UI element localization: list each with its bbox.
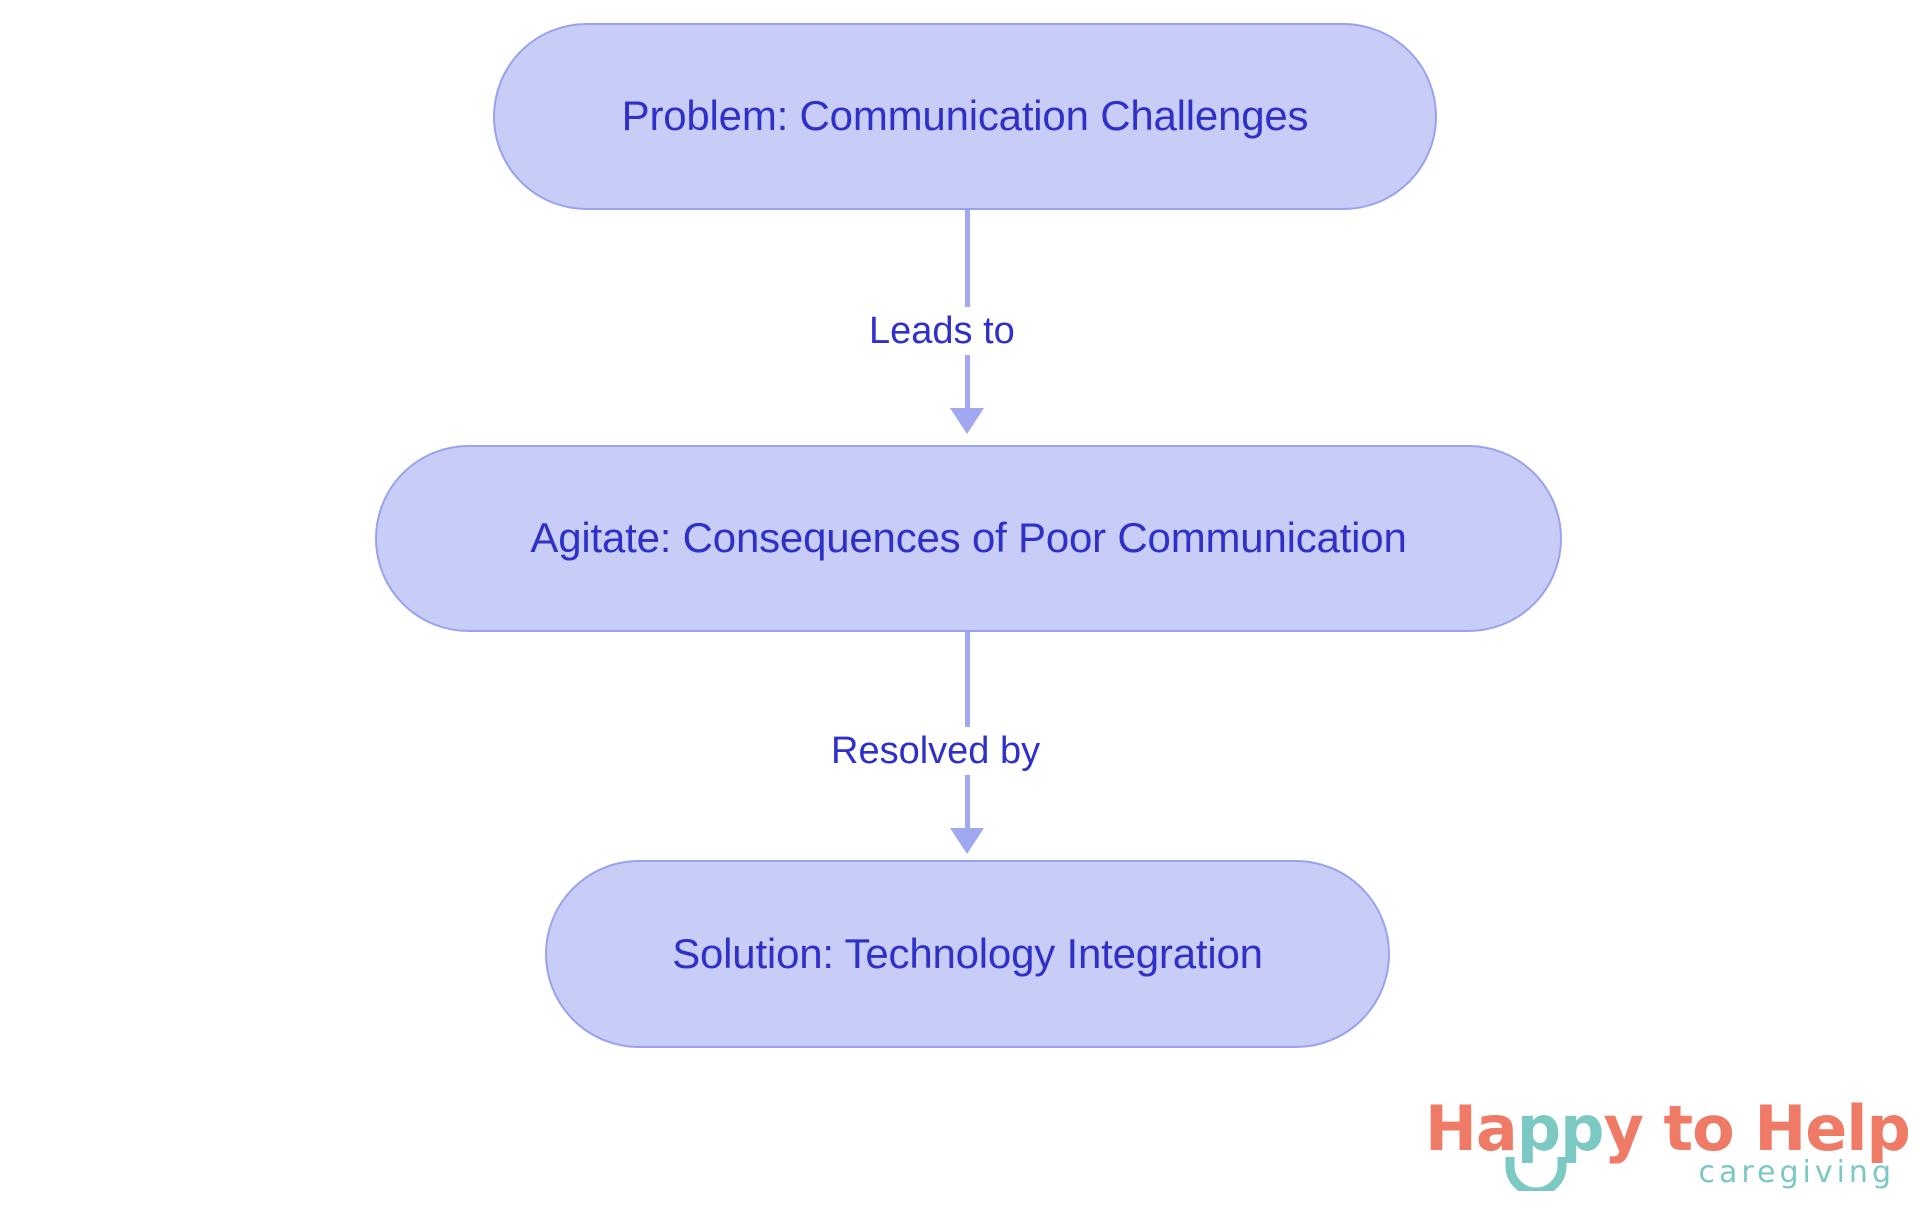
flow-node-problem-label: Problem: Communication Challenges — [621, 92, 1309, 140]
logo-wordmark-part-1: Ha — [1425, 1092, 1518, 1165]
logo-wordmark-part-pp: pp — [1516, 1092, 1605, 1165]
flow-node-agitate[interactable]: Agitate: Consequences of Poor Communicat… — [375, 445, 1562, 632]
flow-node-solution[interactable]: Solution: Technology Integration — [545, 860, 1390, 1048]
flow-node-problem[interactable]: Problem: Communication Challenges — [493, 23, 1437, 210]
logo-tagline: caregiving — [1698, 1155, 1895, 1190]
brand-logo: Happy to Help caregiving — [1425, 1098, 1911, 1208]
smile-arc-icon — [1505, 1157, 1567, 1191]
logo-wordmark-part-2: y to Help — [1603, 1092, 1911, 1165]
edge-arrowhead-problem-to-agitate — [950, 408, 984, 434]
edge-arrowhead-agitate-to-solution — [950, 828, 984, 854]
edge-label-resolved-by: Resolved by — [822, 727, 1050, 775]
flow-node-agitate-label: Agitate: Consequences of Poor Communicat… — [530, 514, 1407, 562]
edge-label-leads-to: Leads to — [860, 307, 1024, 355]
logo-wordmark: Happy to Help — [1425, 1098, 1911, 1160]
flow-node-solution-label: Solution: Technology Integration — [672, 929, 1263, 977]
